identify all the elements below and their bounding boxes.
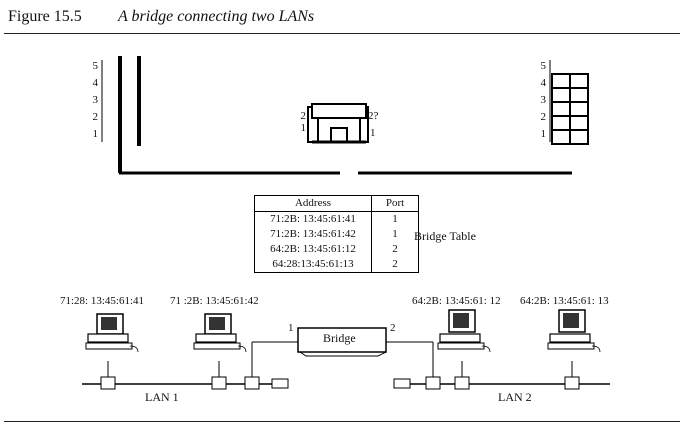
footer-divider bbox=[4, 421, 680, 422]
bridge-right-layer-1: 1 bbox=[370, 127, 376, 139]
workstation-2 bbox=[193, 313, 247, 353]
bridge-table-label: Bridge Table bbox=[414, 229, 476, 243]
table-row: 71:2B: 13:45:61:41 1 bbox=[255, 211, 419, 227]
bridge-table: Address Port 71:2B: 13:45:61:41 1 71:2B:… bbox=[254, 195, 419, 273]
right-layer-5: 5 bbox=[540, 60, 547, 72]
port-cell: 2 bbox=[371, 257, 419, 273]
bridge-port-1: 1 bbox=[288, 322, 294, 334]
bridge-left-layer-2: 2 bbox=[300, 110, 307, 122]
right-layer-stack bbox=[551, 73, 589, 145]
lan2-cable bbox=[386, 341, 610, 390]
figure-caption: A bridge connecting two LANs bbox=[118, 8, 315, 25]
right-layer-1: 1 bbox=[540, 128, 547, 140]
address-cell: 64:28:13:45:61:13 bbox=[272, 258, 354, 270]
bridge-label: Bridge bbox=[323, 331, 356, 345]
left-layer-5: 5 bbox=[92, 60, 99, 72]
port-cell: 1 bbox=[371, 227, 419, 242]
lan2-label: LAN 2 bbox=[498, 390, 532, 404]
station-4-mac: 64:2B: 13:45:61: 13 bbox=[520, 295, 609, 307]
table-row: 64:2B: 13:45:61:12 2 bbox=[255, 242, 419, 257]
station-2-mac: 71 :2B: 13:45:61:42 bbox=[170, 295, 259, 307]
figure-label: Figure 15.5 bbox=[8, 8, 82, 25]
bridge-left-layer-1: 1 bbox=[300, 122, 307, 134]
left-layer-4: 4 bbox=[92, 77, 99, 89]
bridge-port-2: 2 bbox=[390, 322, 396, 334]
workstation-4 bbox=[547, 309, 601, 353]
header-divider bbox=[4, 33, 680, 34]
left-layer-1: 1 bbox=[92, 128, 99, 140]
table-row: 64:28:13:45:61:13 2 bbox=[255, 257, 419, 273]
bridge-right-layer-2: 2? bbox=[368, 110, 379, 122]
lan1-label: LAN 1 bbox=[145, 390, 179, 404]
address-cell: 71:2B: 13:45:61:41 bbox=[270, 213, 356, 225]
port-column-header: Port bbox=[371, 195, 419, 212]
right-layer-3: 3 bbox=[540, 94, 547, 106]
workstation-1 bbox=[85, 313, 139, 353]
port-cell: 1 bbox=[371, 211, 419, 227]
table-row: 71:2B: 13:45:61:42 1 bbox=[255, 227, 419, 242]
bridge-table-header: Address Port bbox=[254, 195, 419, 212]
left-layer-3: 3 bbox=[92, 94, 99, 106]
left-layer-2: 2 bbox=[92, 111, 99, 123]
lan1-cable bbox=[82, 341, 298, 390]
left-layer-stack bbox=[118, 56, 141, 173]
right-layer-2: 2 bbox=[540, 111, 547, 123]
address-cell: 64:2B: 13:45:61:12 bbox=[270, 243, 356, 255]
address-column-header: Address bbox=[254, 195, 372, 212]
port-cell: 2 bbox=[371, 242, 419, 257]
address-cell: 71:2B: 13:45:61:42 bbox=[270, 228, 356, 240]
bridge-layer-block bbox=[307, 103, 369, 144]
bridge-device bbox=[297, 327, 387, 357]
right-layer-4: 4 bbox=[540, 77, 547, 89]
station-1-mac: 71:28: 13:45:61:41 bbox=[60, 295, 145, 307]
station-3-mac: 64:2B: 13:45:61: 12 bbox=[412, 295, 501, 307]
workstation-3 bbox=[437, 309, 491, 353]
